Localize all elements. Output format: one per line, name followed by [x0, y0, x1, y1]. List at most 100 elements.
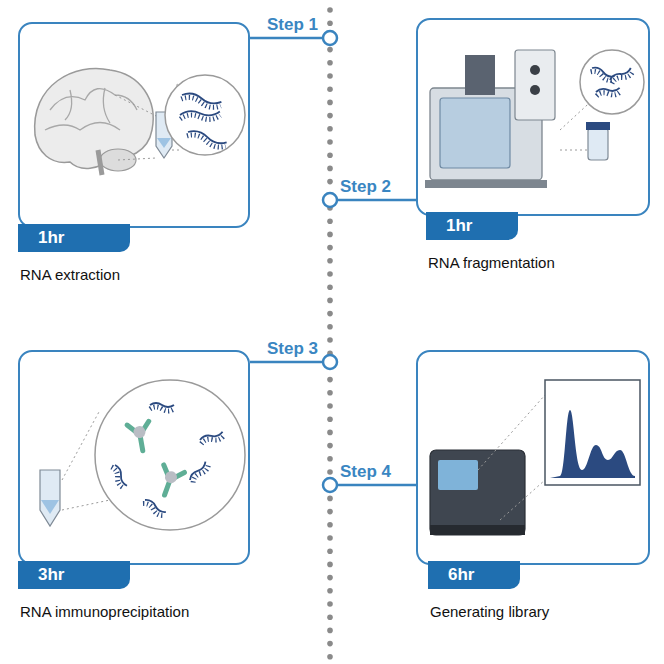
timeline-dot: [327, 614, 333, 620]
timeline-dot: [327, 7, 333, 13]
library-illustration: [430, 380, 640, 535]
sequencer-screen: [438, 460, 478, 490]
tube-liquid: [41, 500, 59, 514]
timeline-dot: [327, 601, 333, 607]
zoom-lines: [115, 95, 160, 160]
step-label: Step 2: [340, 177, 391, 197]
step-card: 6hrGenerating library: [416, 350, 650, 565]
timeline-dot: [327, 324, 333, 330]
timeline-dot: [327, 443, 333, 449]
timeline-dot: [327, 548, 333, 554]
fragmentation-illustration: [425, 50, 644, 188]
step-card: 1hrRNA extraction: [18, 22, 250, 228]
timeline-dot: [327, 271, 333, 277]
timeline-dot: [327, 588, 333, 594]
step-marker: [323, 478, 337, 492]
timeline-dot: [327, 337, 333, 343]
timeline-dot: [327, 284, 333, 290]
brain-outline: [35, 68, 154, 168]
tube-liquid: [157, 138, 171, 148]
extraction-illustration: [35, 68, 245, 175]
step-marker: [323, 355, 337, 369]
duration-badge: 1hr: [426, 212, 518, 240]
step-caption: RNA extraction: [20, 264, 250, 285]
timeline-dot: [327, 311, 333, 317]
timeline-dot: [327, 126, 333, 132]
timeline-dot: [327, 416, 333, 422]
timeline-dot: [327, 60, 333, 66]
step-leader: [250, 37, 323, 40]
vial-cap: [586, 122, 610, 130]
duration-badge: 1hr: [18, 224, 130, 252]
duration-badge: 3hr: [18, 561, 130, 589]
timeline-dot: [327, 535, 333, 541]
sequencer-base: [430, 525, 525, 535]
timeline-dot: [327, 179, 333, 185]
timeline-dot: [327, 575, 333, 581]
timeline-dot: [327, 377, 333, 383]
timeline-dot: [327, 628, 333, 634]
sample-vial: [588, 128, 608, 160]
step-caption: RNA fragmentation: [428, 252, 658, 273]
timeline-dot: [327, 86, 333, 92]
timeline-dot: [327, 218, 333, 224]
timeline-dot: [327, 509, 333, 515]
brain-stem: [98, 150, 102, 175]
step-connectors: [250, 38, 416, 485]
step-card: 1hrRNA fragmentation: [416, 18, 650, 216]
timeline-dot: [327, 403, 333, 409]
magnifier-circle: [580, 50, 644, 114]
timeline-dot: [327, 496, 333, 502]
trace-panel: [545, 380, 640, 485]
step-label: Step 3: [267, 339, 318, 359]
sonicator-base: [425, 180, 547, 188]
sequencer-body: [430, 450, 525, 535]
timeline-dot: [327, 654, 333, 660]
timeline-dot: [327, 232, 333, 238]
control-knob: [530, 65, 540, 75]
timeline-dot: [327, 298, 333, 304]
immunoprecipitation-illustration: [40, 380, 245, 530]
sonicator-head: [465, 55, 495, 95]
timeline-dot: [327, 456, 333, 462]
trace-peaks: [550, 410, 635, 478]
step-caption: Generating library: [430, 601, 660, 622]
timeline-dot: [327, 430, 333, 436]
timeline-dot: [327, 641, 333, 647]
timeline-dot: [327, 258, 333, 264]
magnifier-circle: [95, 380, 245, 530]
timeline-dot: [327, 522, 333, 528]
zoom-lines: [478, 395, 545, 520]
step-leader: [337, 199, 416, 202]
step-label: Step 1: [267, 15, 318, 35]
step-card: 3hrRNA immunoprecipitation: [18, 350, 250, 565]
timeline-dots: [327, 7, 333, 659]
timeline-dot: [327, 20, 333, 26]
control-panel: [515, 50, 555, 120]
step-caption: RNA immunoprecipitation: [20, 601, 190, 622]
step-leader: [250, 361, 323, 364]
sonicator-bath: [440, 98, 510, 168]
timeline-dot: [327, 100, 333, 106]
timeline-dot: [327, 245, 333, 251]
timeline-dot: [327, 139, 333, 145]
timeline-dot: [327, 73, 333, 79]
control-knob: [530, 85, 540, 95]
timeline-dot: [327, 152, 333, 158]
timeline-dot: [327, 47, 333, 53]
magnifier-circle: [165, 75, 245, 155]
sample-tube: [40, 470, 60, 526]
timeline-dot: [327, 166, 333, 172]
timeline-dot: [327, 113, 333, 119]
timeline-dot: [327, 469, 333, 475]
step-marker: [323, 193, 337, 207]
duration-badge: 6hr: [428, 561, 520, 589]
step-markers: [323, 31, 337, 492]
step-marker: [323, 31, 337, 45]
step-leader: [337, 484, 416, 487]
timeline-dot: [327, 390, 333, 396]
timeline-dot: [327, 562, 333, 568]
step-label: Step 4: [340, 462, 391, 482]
brain-folds: [45, 88, 137, 130]
